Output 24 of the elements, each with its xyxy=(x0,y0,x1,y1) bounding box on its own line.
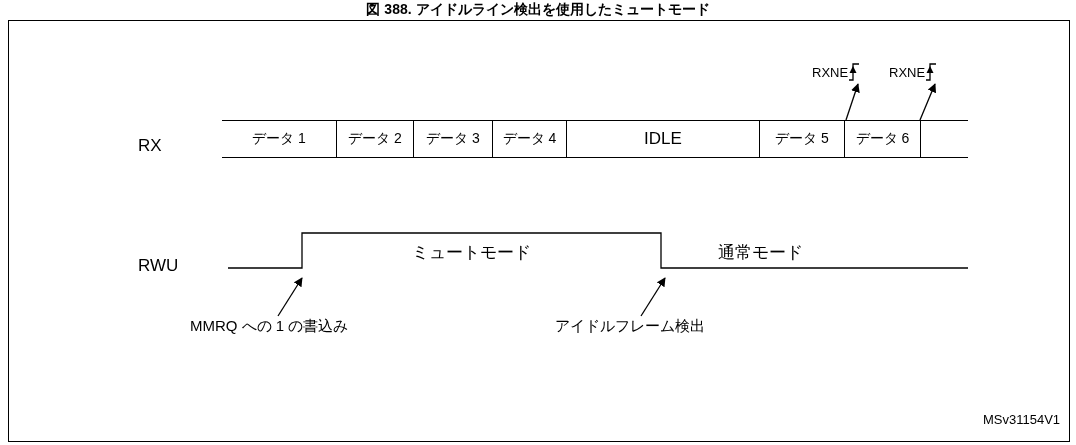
flag-name: RXNE xyxy=(889,65,926,81)
mode-label: ミュートモード xyxy=(412,243,531,263)
mode-label: 通常モード xyxy=(718,243,803,263)
figure-id: MSv31154V1 xyxy=(983,411,1061,429)
data-frame: データ 3 xyxy=(414,120,493,158)
arrow xyxy=(640,277,666,317)
signal-name: RWU xyxy=(138,256,179,276)
event-note: アイドルフレーム検出 xyxy=(555,316,770,338)
flag-marker xyxy=(812,62,862,84)
signal-name: RX xyxy=(138,136,162,156)
data-frame: データ 6 xyxy=(845,120,921,158)
bus-segment xyxy=(921,120,968,158)
arrow xyxy=(845,83,860,121)
data-frame: IDLE xyxy=(567,120,760,158)
flag-name: RXNE xyxy=(812,65,849,81)
data-frame: データ 1 xyxy=(222,120,337,158)
event-note: MMRQ への 1 の書込み xyxy=(190,316,422,338)
data-frame: データ 2 xyxy=(337,120,414,158)
flag-marker xyxy=(889,62,939,84)
data-frame: データ 4 xyxy=(493,120,567,158)
figure-title: 図 388. アイドルライン検出を使用したミュートモード xyxy=(365,1,711,18)
arrow xyxy=(277,277,303,317)
data-frame: データ 5 xyxy=(760,120,845,158)
arrow xyxy=(919,83,937,121)
